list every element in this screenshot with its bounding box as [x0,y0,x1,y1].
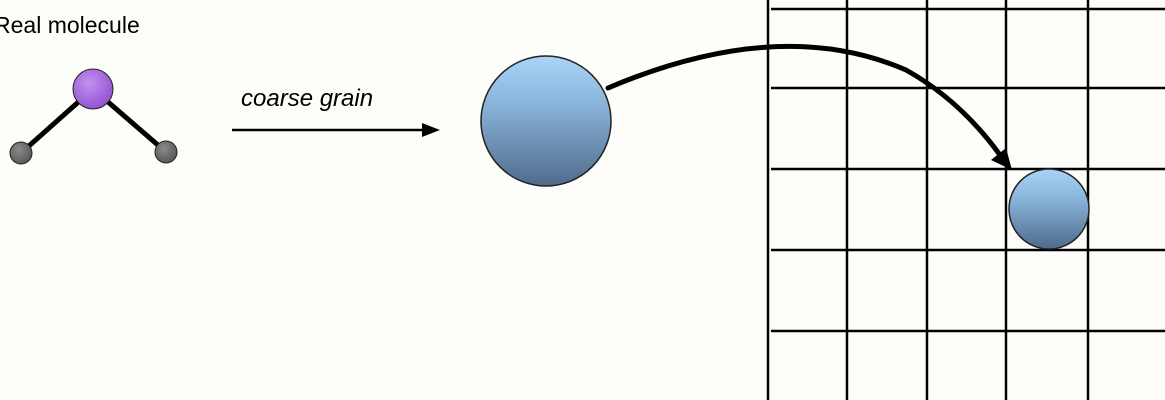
right-atom [154,140,178,164]
real-molecule-label: Real molecule [0,12,140,38]
coarse-grain-arrow [232,123,440,137]
arrow-head [422,123,440,137]
coarse-grain-label: coarse grain [241,85,374,112]
coarse-grained-bead [480,55,612,187]
real-molecule [9,68,178,165]
mapping-arrow [605,43,1012,170]
lattice-grid [766,0,1165,400]
left-atom [9,141,33,165]
mapping-arrow-head [991,148,1012,170]
lattice-bead [1008,168,1090,250]
mapping-arrow-curve [605,43,1003,158]
center-atom [72,68,114,110]
